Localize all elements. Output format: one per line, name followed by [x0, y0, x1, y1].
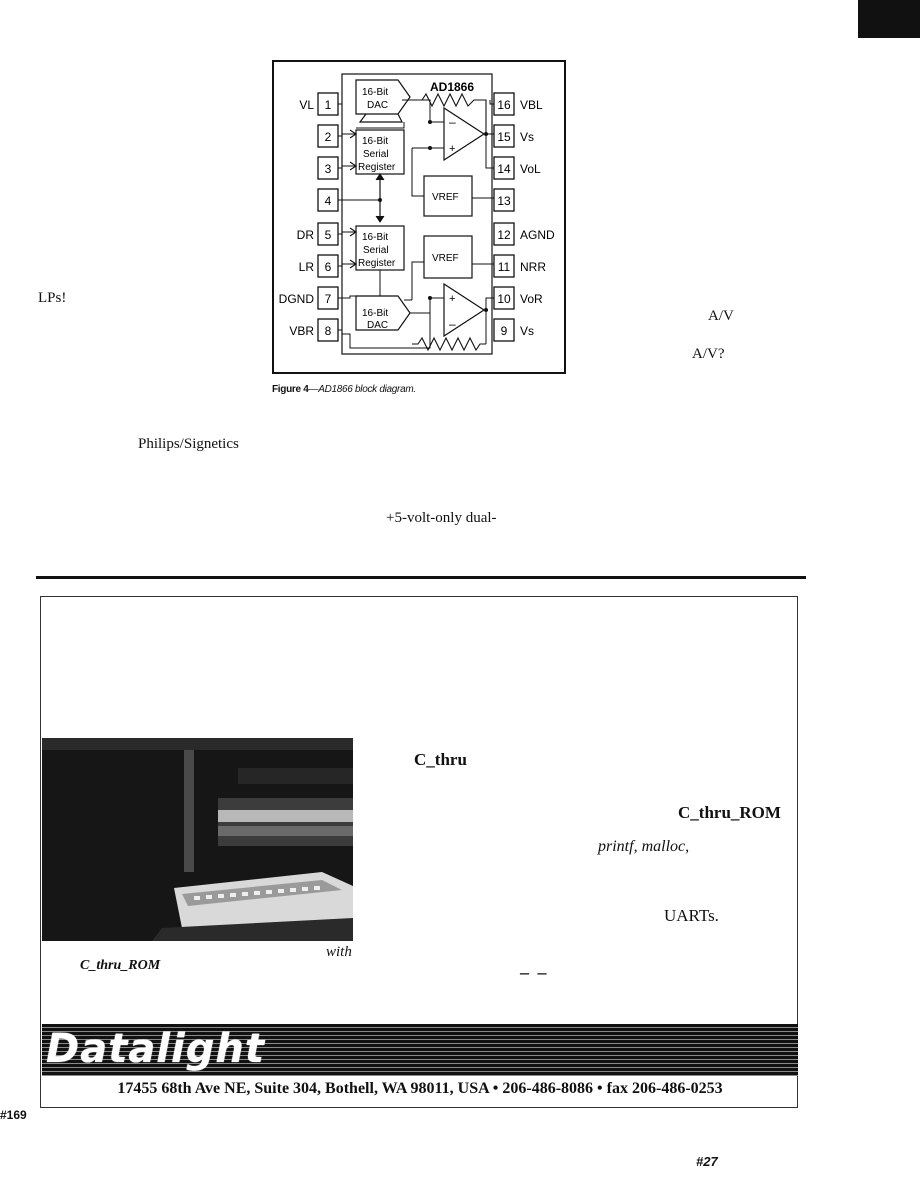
pin-label-14: VoL	[520, 162, 541, 176]
pin-label-10: VoR	[520, 292, 543, 306]
dac-bottom-label-1: 16-Bit	[362, 308, 388, 319]
register-top-label-3: Register	[358, 162, 396, 173]
datalight-logo: Datalight	[46, 1026, 265, 1072]
pin-number-6: 6	[325, 260, 332, 274]
ad-address: 17455 68th Ave NE, Suite 304, Bothell, W…	[117, 1080, 723, 1097]
register-bottom-label-2: Serial	[363, 245, 389, 256]
pin-number-8: 8	[325, 324, 332, 338]
pin-label-6: LR	[299, 260, 315, 274]
ad-dashes: – –	[520, 962, 549, 982]
pin-number-1: 1	[325, 98, 332, 112]
vref-bottom-block	[423, 235, 473, 279]
pin-label-1: VL	[299, 98, 314, 112]
register-top-label-2: Serial	[363, 149, 389, 160]
dac-top-block	[355, 79, 411, 115]
figure-frame	[272, 60, 566, 374]
product-photo	[42, 738, 353, 941]
pin-number-4: 4	[325, 194, 332, 208]
svg-text:–: –	[449, 115, 456, 129]
register-top-label-1: 16-Bit	[362, 136, 388, 147]
pin-label-5: DR	[297, 228, 315, 242]
pin-number-15: 15	[497, 130, 511, 144]
pin-box-11	[493, 254, 515, 278]
pin-label-11: NRR	[520, 260, 546, 274]
dac-bottom-block	[355, 295, 411, 331]
ad-uarts: UARTs.	[664, 906, 719, 925]
dac-top-label-1: 16-Bit	[362, 87, 388, 98]
ad-frame	[40, 596, 798, 1108]
pin-number-11: 11	[498, 260, 511, 274]
section-rule	[36, 576, 806, 579]
opamp-top	[443, 106, 486, 162]
register-bottom-label-1: 16-Bit	[362, 232, 388, 243]
dac-top-label-2: DAC	[367, 100, 388, 111]
ad-reader-service-number: #169	[0, 1108, 27, 1122]
ad-c-thru: C_thru	[414, 750, 467, 769]
pin-number-13: 13	[497, 194, 511, 208]
chip-outline	[341, 73, 493, 355]
svg-text:–: –	[449, 317, 456, 331]
pin-box-9	[493, 318, 515, 342]
pin-label-15: Vs	[520, 130, 534, 144]
vref-top-label: VREF	[432, 192, 459, 203]
pin-label-8: VBR	[289, 324, 314, 338]
pin-number-10: 10	[497, 292, 511, 306]
ad-printf-malloc: printf, malloc,	[598, 838, 690, 855]
corner-tab	[858, 0, 920, 38]
fragment-volt: +5-volt-only dual-	[386, 510, 497, 526]
dac-bottom-label-2: DAC	[367, 320, 388, 331]
vref-bottom-label: VREF	[432, 253, 459, 264]
pin-label-16: VBL	[520, 98, 543, 112]
register-bottom-label-3: Register	[358, 258, 396, 269]
fragment-lps: LPs!	[38, 290, 67, 306]
pin-box-15	[493, 124, 515, 148]
pin-number-16: 16	[497, 98, 511, 112]
register-top-block	[355, 129, 405, 175]
fragment-philips: Philips/Signetics	[138, 436, 239, 452]
opamp-bottom	[443, 282, 486, 338]
page-reader-service-number: #27	[696, 1154, 718, 1169]
figure-caption: Figure 4—AD1866 block diagram.	[272, 384, 416, 395]
svg-text:+: +	[449, 293, 455, 305]
photo-caption: C_thru_ROM	[80, 958, 161, 973]
svg-text:+: +	[449, 143, 455, 155]
ad-c-thru-rom: C_thru_ROM	[678, 803, 781, 822]
fragment-av-2: A/V?	[692, 346, 725, 362]
photo-caption-with: with	[326, 944, 352, 960]
vref-top-block	[423, 175, 473, 217]
pin-box-12	[493, 222, 515, 246]
chip-name: AD1866	[430, 80, 474, 94]
fragment-av-1: A/V	[708, 308, 734, 324]
pin-label-12: AGND	[520, 228, 555, 242]
pin-number-12: 12	[497, 228, 511, 242]
pin-label-7: DGND	[279, 292, 315, 306]
pin-number-7: 7	[325, 292, 332, 306]
photo-illustration	[42, 738, 353, 941]
datalight-banner	[42, 1024, 798, 1076]
pin-number-2: 2	[325, 130, 332, 144]
pin-number-3: 3	[325, 162, 332, 176]
pin-box-13	[493, 188, 515, 212]
pin-label-9: Vs	[520, 324, 534, 338]
pin-number-14: 14	[497, 162, 511, 176]
pin-number-5: 5	[325, 228, 332, 242]
pin-number-9: 9	[501, 324, 508, 338]
